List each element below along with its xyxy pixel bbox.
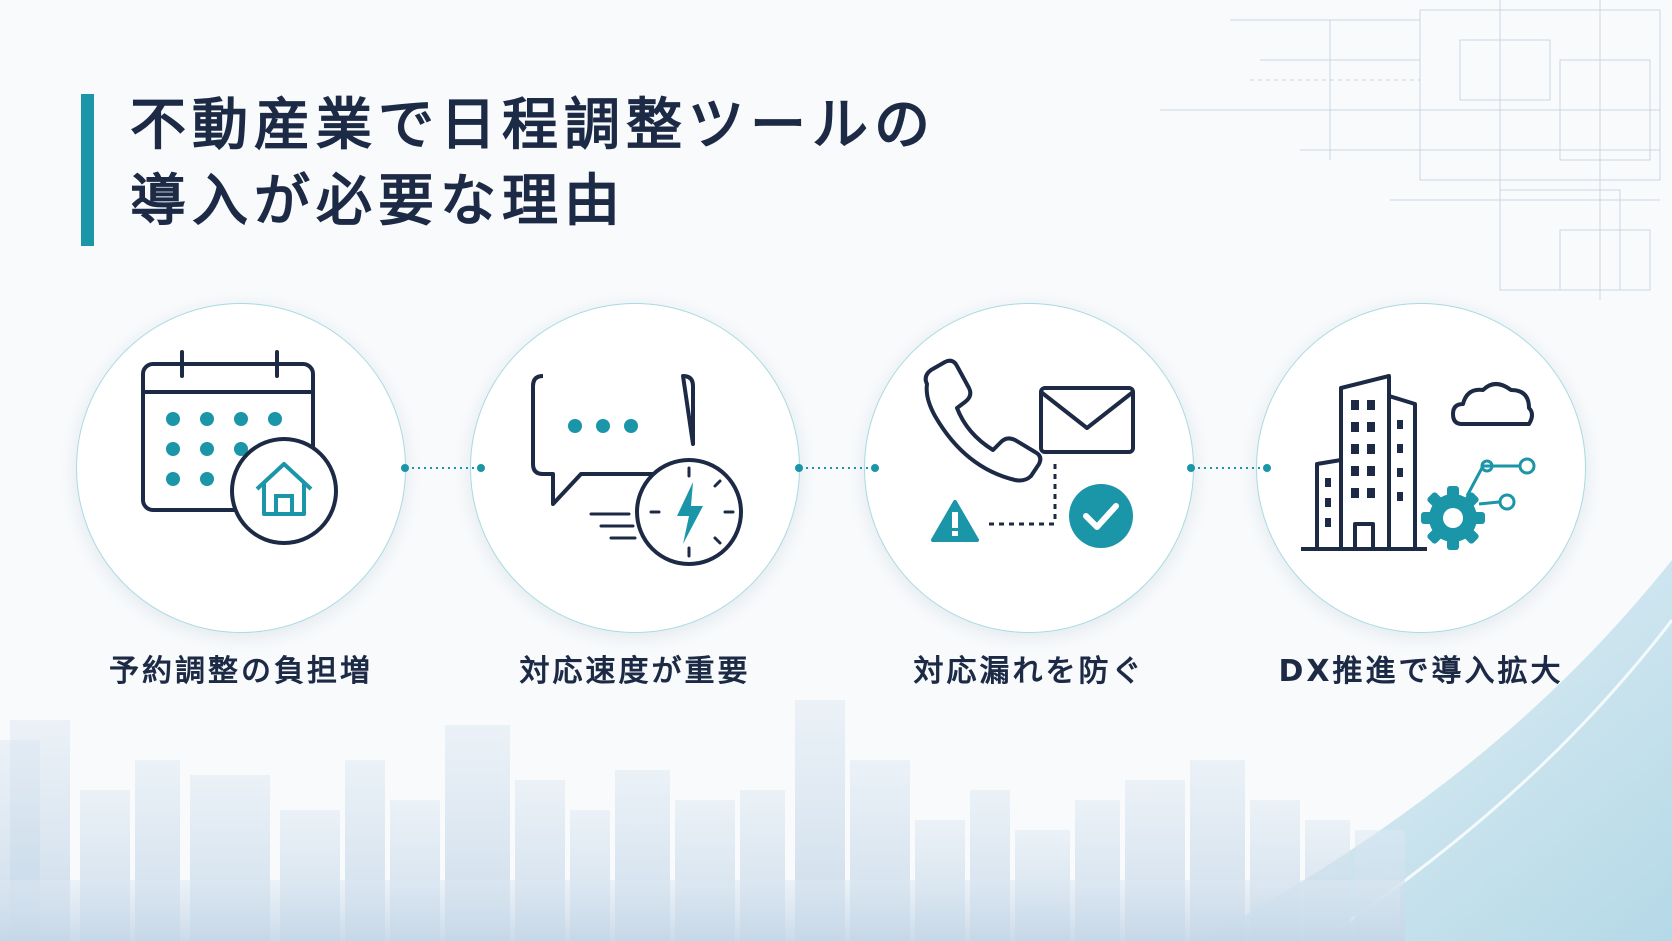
page-title-line-2: 導入が必要な理由 — [130, 169, 626, 234]
reason-label-2: 対応速度が重要 — [519, 654, 751, 689]
connector-dots-3 — [1187, 464, 1271, 472]
blueprint-lines — [1160, 0, 1661, 300]
city-skyline — [0, 700, 1405, 941]
phone-mail-check-icon — [923, 358, 1135, 548]
building-cloud-gear-icon — [1301, 374, 1536, 551]
reason-label-3: 対応漏れを防ぐ — [913, 654, 1145, 689]
reason-label-1: 予約調整の負担増 — [109, 654, 373, 689]
reason-card-2 — [470, 303, 800, 633]
page-title: 不動産業で日程調整ツールの 導入が必要な理由 — [130, 88, 936, 240]
chat-clock-icon — [531, 374, 743, 566]
page-title-line-1: 不動産業で日程調整ツールの — [130, 93, 936, 158]
reason-card-3 — [864, 303, 1194, 633]
calendar-house-icon — [141, 350, 338, 545]
reason-label-4: DX推進で導入拡大 — [1278, 654, 1564, 689]
connector-dots-1 — [401, 464, 485, 472]
connector-dots-2 — [795, 464, 879, 472]
reason-card-4 — [1256, 303, 1586, 633]
title-accent-bar — [81, 94, 94, 246]
reason-card-1 — [76, 303, 406, 633]
